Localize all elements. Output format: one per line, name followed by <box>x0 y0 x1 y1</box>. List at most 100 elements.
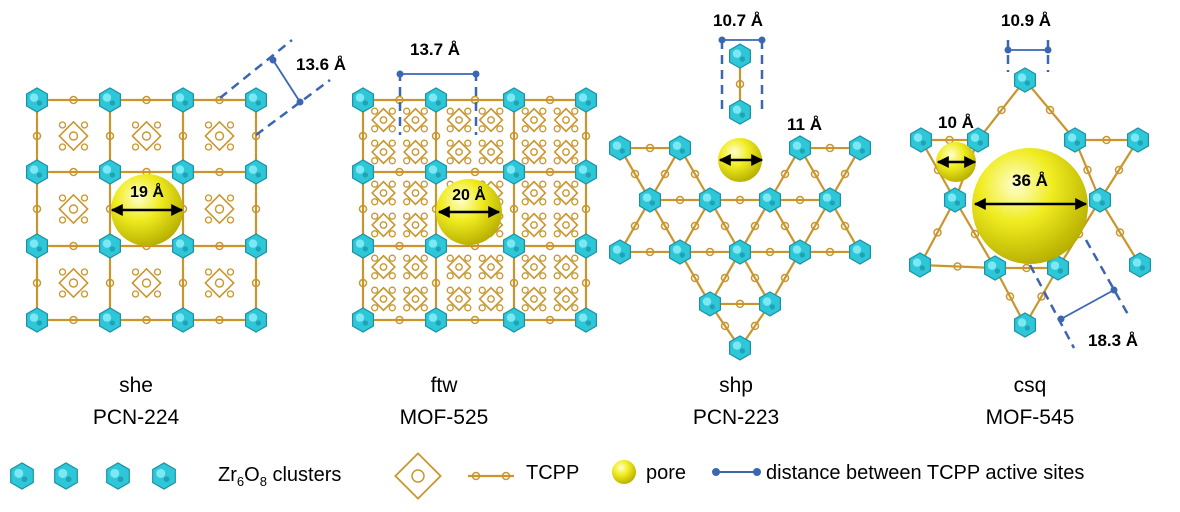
tcpp-linker <box>1099 199 1141 266</box>
zr6o8-cluster-icon <box>10 462 34 490</box>
zr6o8-cluster-icon <box>425 307 447 333</box>
tcpp-porphyrin <box>478 107 504 133</box>
zr6o8-cluster-icon <box>425 233 447 259</box>
zr6o8-cluster-icon <box>352 233 374 259</box>
tcpp-linker <box>110 95 183 105</box>
zr6o8-cluster-icon <box>788 135 812 161</box>
tcpp-linker <box>183 95 256 105</box>
tcpp-linker <box>1099 139 1139 201</box>
tcpp-linker <box>954 199 996 269</box>
cluster-layer <box>26 43 1152 361</box>
zr6o8-cluster-icon <box>728 239 752 265</box>
tcpp-linker <box>183 315 256 325</box>
zr6o8-cluster-icon <box>98 307 122 333</box>
zr6o8-cluster-icon <box>503 307 526 333</box>
tcpp-porphyrin <box>553 139 579 165</box>
ftw-name-caption: MOF-525 <box>400 406 489 429</box>
she-topology-caption: she <box>119 374 153 397</box>
ftw-pore-label: 20 Å <box>452 185 486 204</box>
zr6o8-cluster-icon <box>698 187 722 213</box>
tcpp-porphyrin <box>403 107 428 133</box>
pore-layer <box>111 138 1088 264</box>
ftw-distance-dimension <box>396 70 480 78</box>
zr6o8-cluster-icon <box>943 187 967 213</box>
tcpp-porphyrin <box>521 254 547 280</box>
tcpp-porphyrin <box>553 180 579 206</box>
tcpp-linker <box>514 241 586 251</box>
she-distance-dimension <box>269 56 304 106</box>
tcpp-porphyrin <box>131 267 162 299</box>
tcpp-porphyrin <box>403 139 428 165</box>
tcpp-linker <box>919 262 996 271</box>
tcpp-linker <box>37 167 110 177</box>
zr6o8-cluster-icon <box>638 187 662 213</box>
tcpp-porphyrin <box>131 120 162 152</box>
legend-distance-label: distance between TCPP active sites <box>766 462 1084 484</box>
zr6o8-cluster-icon <box>574 233 598 259</box>
zr6o8-cluster-icon <box>668 135 692 161</box>
tcpp-porphyrin <box>446 107 472 133</box>
tcpp-linker <box>37 315 110 325</box>
shp-distance-dimension <box>718 36 766 44</box>
tcpp-porphyrin <box>371 180 396 206</box>
zr6o8-cluster-icon <box>1063 127 1087 153</box>
tcpp-linker <box>919 199 956 266</box>
shp-pore-label: 11 Å <box>787 115 822 134</box>
tcpp-porphyrin <box>58 267 89 299</box>
shp-topology-caption: shp <box>719 374 753 397</box>
zr6o8-cluster-icon <box>503 233 526 259</box>
zr6o8-cluster-icon <box>352 307 374 333</box>
csq-topology-caption: csq <box>1014 374 1047 397</box>
legend <box>10 452 761 500</box>
zr6o8-cluster-icon <box>26 307 49 333</box>
zr6o8-cluster-icon <box>574 159 598 185</box>
zr6o8-cluster-icon <box>172 87 194 113</box>
zr6o8-cluster-icon <box>728 99 752 125</box>
tcpp-porphyrin <box>204 120 235 152</box>
tcpp-porphyrin <box>371 212 396 238</box>
tcpp-linker <box>183 241 256 251</box>
zr6o8-cluster-icon <box>172 159 194 185</box>
zr6o8-cluster-icon <box>608 135 632 161</box>
tcpp-porphyrin <box>371 139 396 165</box>
tcpp-porphyrin <box>446 254 472 280</box>
tcpp-linker <box>977 79 1026 141</box>
csq-name-caption: MOF-545 <box>986 406 1075 429</box>
zr6o8-cluster-icon <box>818 187 842 213</box>
she-name-caption: PCN-224 <box>93 406 180 429</box>
tcpp-porphyrin <box>371 107 396 133</box>
legend-tcpp-porphyrin-icon <box>394 452 442 500</box>
tcpp-porphyrin <box>553 107 579 133</box>
measure-guide-line <box>1028 264 1076 349</box>
legend-tcpp-linker-icon <box>468 471 514 481</box>
measure-guide-line <box>255 78 331 137</box>
csq-small-pore-label: 10 Å <box>938 113 974 132</box>
tcpp-porphyrin <box>403 180 428 206</box>
legend-pore-icon <box>612 460 636 484</box>
zr6o8-cluster-icon <box>608 239 632 265</box>
zr6o8-cluster-icon <box>574 87 598 113</box>
csq-distance2-dimension <box>1057 286 1118 323</box>
zr6o8-cluster-icon <box>966 127 990 153</box>
tcpp-porphyrin <box>58 120 89 152</box>
zr6o8-cluster-icon <box>698 291 722 317</box>
zr6o8-cluster-icon <box>1013 67 1037 93</box>
zr6o8-cluster-icon <box>848 239 872 265</box>
zr6o8-cluster-icon <box>98 87 122 113</box>
zr6o8-cluster-icon <box>668 239 692 265</box>
tcpp-linker <box>37 241 110 251</box>
legend-distance-icon <box>712 468 761 476</box>
zr6o8-cluster-icon <box>425 87 447 113</box>
csq-pore-label: 36 Å <box>1012 171 1048 190</box>
tcpp-porphyrin <box>521 107 547 133</box>
tcpp-porphyrin <box>446 139 472 165</box>
zr6o8-cluster-icon <box>425 159 447 185</box>
measurement-layer <box>110 36 1132 349</box>
tcpp-porphyrin <box>521 286 547 312</box>
zr6o8-cluster-icon <box>728 43 752 69</box>
zr6o8-cluster-icon <box>909 127 933 153</box>
tcpp-linker <box>110 315 183 325</box>
zr6o8-cluster-icon <box>26 233 49 259</box>
zr6o8-cluster-icon <box>1046 255 1070 281</box>
zr6o8-cluster-icon <box>245 159 267 185</box>
